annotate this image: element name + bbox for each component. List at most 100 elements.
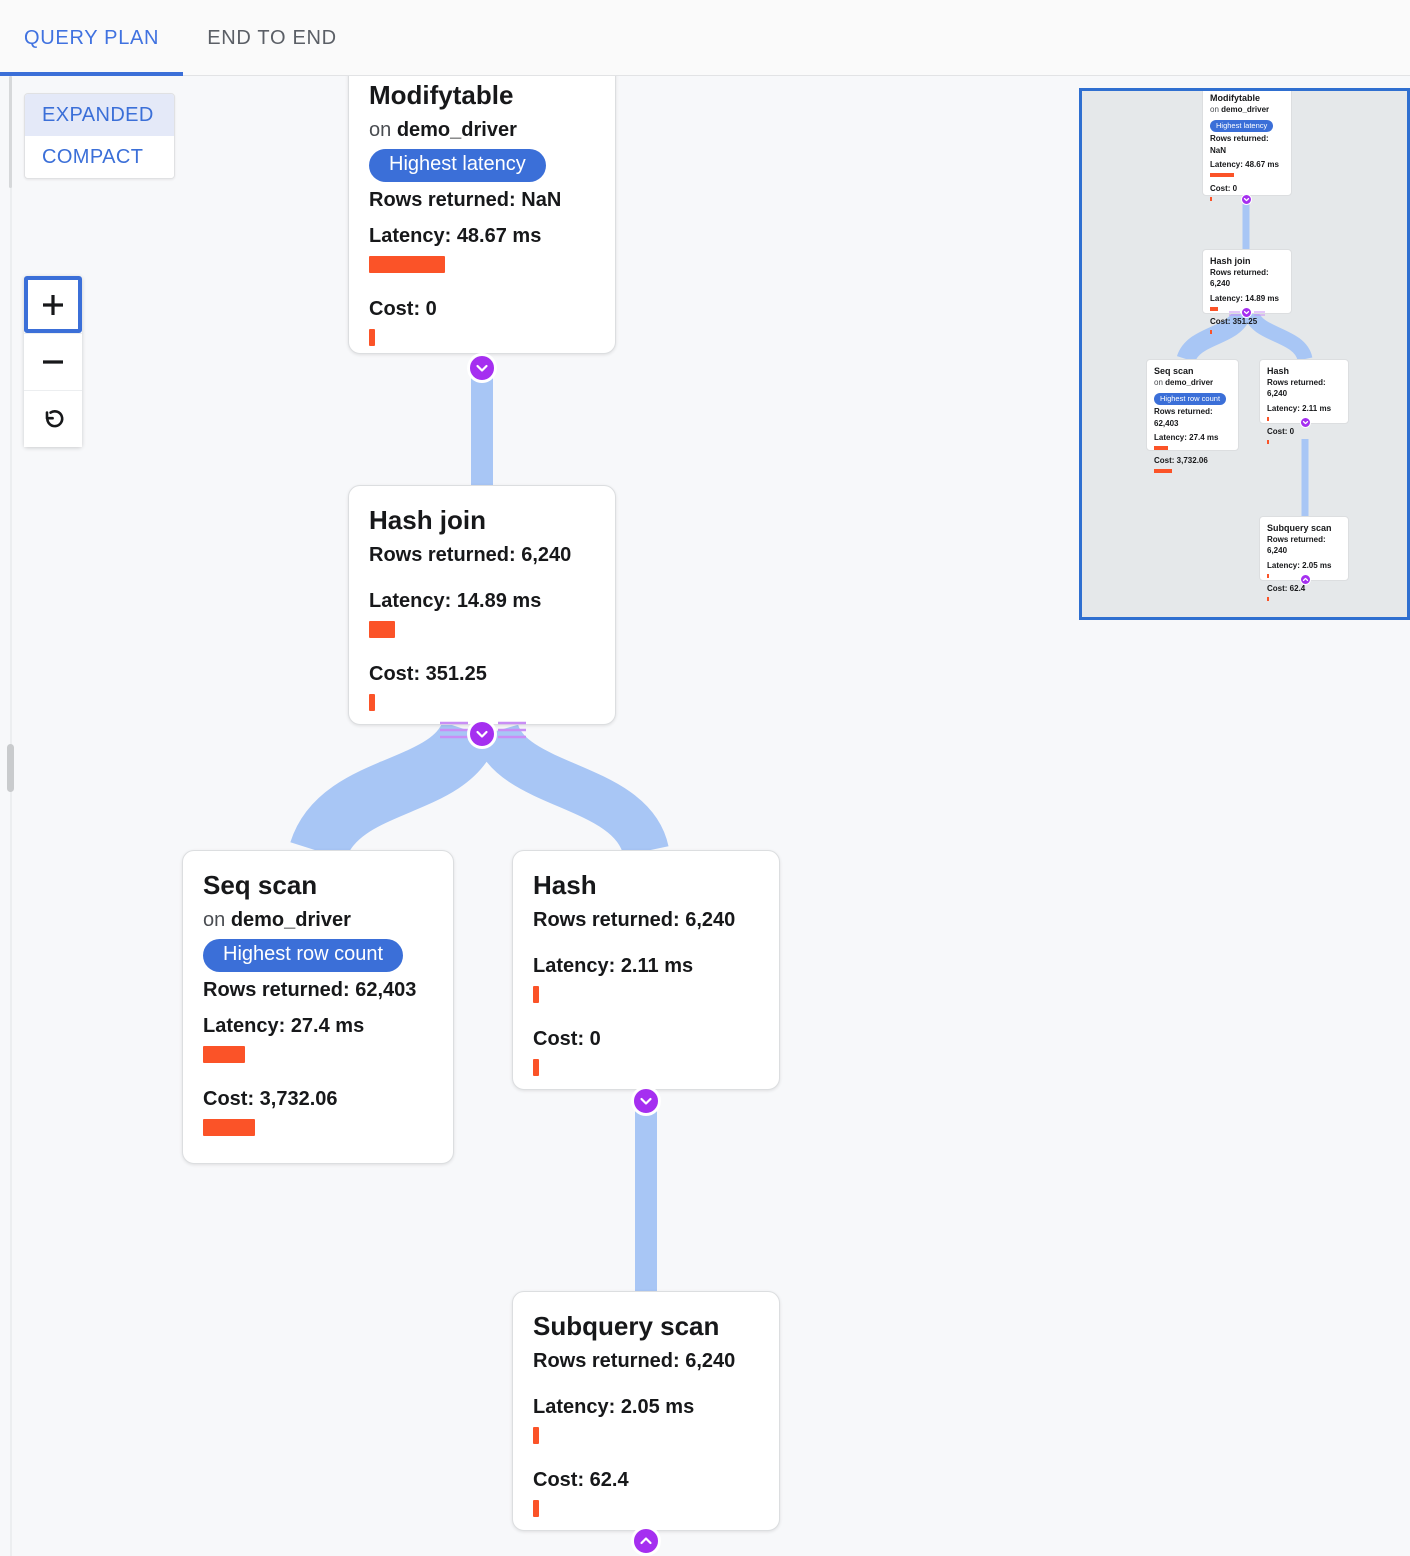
minimap-node-subqueryscan[interactable]: Subquery scan Rows returned: 6,240 Laten… <box>1259 516 1349 601</box>
minimap-node-seqscan[interactable]: Seq scan on demo_driver Highest row coun… <box>1146 359 1239 473</box>
mm-relation-name: demo_driver <box>1165 378 1214 388</box>
toggle-chevron-hashjoin[interactable] <box>467 719 497 749</box>
reset-view-button[interactable] <box>24 390 82 447</box>
rows-label: Rows returned: <box>369 543 522 566</box>
node-title: Modifytable <box>369 80 514 110</box>
cost-value: 351.25 <box>425 662 487 685</box>
edge-hashjoin-seqscan <box>290 719 498 863</box>
mm-rows-value: NaN <box>1210 145 1227 155</box>
view-mode-toggle[interactable]: EXPANDED COMPACT <box>24 93 175 179</box>
rows-label: Rows returned: <box>369 188 522 211</box>
tab-bar: QUERY PLAN END TO END <box>0 0 1410 76</box>
mm-rows-label: Rows returned: <box>1210 268 1269 278</box>
minimap-toggle-hash[interactable] <box>1300 417 1311 428</box>
node-cost: Cost: 0 <box>369 295 593 324</box>
minimap-toggle-hashjoin[interactable] <box>1241 307 1252 318</box>
plan-node-modifytable[interactable]: Modifytable on demo_driver Highest laten… <box>348 76 616 354</box>
node-latency: Latency: 27.4 ms <box>203 1012 431 1041</box>
cost-label: Cost: <box>369 297 426 320</box>
latency-value: 14.89 ms <box>456 589 542 612</box>
node-title: Subquery scan <box>533 1311 720 1341</box>
plan-node-hashjoin[interactable]: Hash join Rows returned: 6,240 Latency: … <box>348 485 616 725</box>
cost-label: Cost: <box>533 1027 590 1050</box>
mm-node-cost: Cost: 351.25 <box>1210 316 1284 328</box>
mm-rows-label: Rows returned: <box>1267 378 1326 388</box>
mm-cost-value: 351.25 <box>1232 316 1258 326</box>
reset-rotate-icon <box>45 410 64 428</box>
rows-value: 62,403 <box>355 978 417 1001</box>
toggle-chevron-hash[interactable] <box>631 1086 661 1116</box>
mm-node-relation: on demo_driver <box>1210 104 1284 115</box>
mm-node-latency: Latency: 14.89 ms <box>1210 293 1284 305</box>
latency-value: 2.05 ms <box>620 1395 695 1418</box>
plan-node-subqueryscan[interactable]: Subquery scan Rows returned: 6,240 Laten… <box>512 1291 780 1531</box>
mm-cost-bar <box>1210 196 1212 201</box>
mm-latency-value: 2.05 ms <box>1302 560 1332 570</box>
mm-rows-value: 6,240 <box>1210 279 1231 289</box>
toggle-chevron-modifytable[interactable] <box>467 353 497 383</box>
node-cost: Cost: 62.4 <box>533 1466 757 1495</box>
plan-canvas[interactable]: Modifytable on demo_driver Highest laten… <box>0 76 1410 1556</box>
cost-bar <box>533 1499 539 1517</box>
left-rail <box>10 76 12 1556</box>
rows-label: Rows returned: <box>533 1349 686 1372</box>
minimap-node-hash[interactable]: Hash Rows returned: 6,240 Latency: 2.11 … <box>1259 359 1349 444</box>
edge-hashjoin-hash <box>473 722 669 858</box>
mm-rows-label: Rows returned: <box>1154 407 1213 417</box>
zoom-in-button[interactable] <box>24 276 82 333</box>
mm-node-relation: on demo_driver <box>1154 377 1231 388</box>
view-mode-compact[interactable]: COMPACT <box>25 136 174 178</box>
minimap-edge-layer <box>1176 199 1313 516</box>
node-title: Seq scan <box>203 870 318 900</box>
mm-cost-value: 0 <box>1289 426 1295 436</box>
mm-on-prefix: on <box>1210 105 1222 115</box>
panel-drag-handle[interactable] <box>7 744 14 792</box>
minimap-node-modifytable[interactable]: Modifytable on demo_driver Highest laten… <box>1202 91 1292 201</box>
mm-latency-bar <box>1154 445 1168 450</box>
mm-node-latency: Latency: 2.11 ms <box>1267 403 1341 415</box>
relation-name: demo_driver <box>230 908 351 931</box>
latency-bar <box>203 1045 245 1063</box>
mm-node-title: Seq scan <box>1154 366 1194 376</box>
mm-latency-bar <box>1210 172 1234 177</box>
rows-label: Rows returned: <box>203 978 356 1001</box>
minus-icon <box>43 360 63 364</box>
view-mode-expanded[interactable]: EXPANDED <box>25 94 174 136</box>
plan-node-hash[interactable]: Hash Rows returned: 6,240 Latency: 2.11 … <box>512 850 780 1090</box>
mm-cost-value: 3,732.06 <box>1176 455 1208 465</box>
on-prefix: on <box>369 118 397 141</box>
plan-node-seqscan[interactable]: Seq scan on demo_driver Highest row coun… <box>182 850 454 1164</box>
zoom-controls[interactable] <box>24 276 82 447</box>
minimap-toggle-modifytable[interactable] <box>1241 194 1252 205</box>
mm-latency-label: Latency: <box>1210 159 1246 169</box>
node-latency: Latency: 2.05 ms <box>533 1393 757 1422</box>
cost-value: 62.4 <box>589 1468 629 1491</box>
latency-bar <box>533 1426 539 1444</box>
mm-latency-value: 27.4 ms <box>1189 432 1219 442</box>
latency-value: 2.11 ms <box>620 954 694 977</box>
latency-label: Latency: <box>533 1395 621 1418</box>
latency-bar <box>369 620 395 638</box>
tab-query-plan[interactable]: QUERY PLAN <box>0 0 183 76</box>
tab-end-to-end[interactable]: END TO END <box>183 0 361 76</box>
mm-cost-label: Cost: <box>1154 455 1177 465</box>
mm-latency-bar <box>1267 416 1269 421</box>
mm-node-title: Modifytable <box>1210 93 1261 103</box>
mm-cost-value: 0 <box>1232 183 1238 193</box>
node-latency: Latency: 2.11 ms <box>533 952 757 981</box>
zoom-out-button[interactable] <box>24 333 82 390</box>
mm-rows-label: Rows returned: <box>1210 134 1269 144</box>
mm-cost-value: 62.4 <box>1289 583 1306 593</box>
mm-node-latency: Latency: 27.4 ms <box>1154 432 1231 444</box>
rows-value: 6,240 <box>685 908 736 931</box>
minimap-node-hashjoin[interactable]: Hash join Rows returned: 6,240 Latency: … <box>1202 249 1292 334</box>
latency-label: Latency: <box>203 1014 291 1037</box>
node-title: Hash join <box>369 505 487 535</box>
cost-bar <box>369 328 375 346</box>
node-cost: Cost: 0 <box>533 1025 757 1054</box>
mm-badge-highest-row-count: Highest row count <box>1154 393 1227 406</box>
minimap[interactable]: Modifytable on demo_driver Highest laten… <box>1079 88 1410 620</box>
minimap-toggle-subqueryscan[interactable] <box>1300 574 1311 585</box>
latency-bar <box>533 985 539 1003</box>
toggle-chevron-subqueryscan[interactable] <box>631 1526 661 1556</box>
